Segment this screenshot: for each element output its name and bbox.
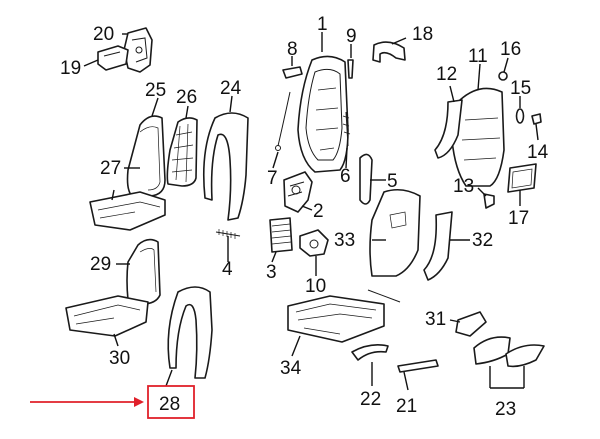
part-23-side-covers (473, 336, 545, 368)
label-34: 34 (280, 358, 302, 379)
label-22: 22 (360, 389, 381, 410)
label-10: 10 (305, 276, 326, 297)
label-29: 29 (90, 254, 111, 275)
label-6: 6 (340, 166, 351, 187)
label-28: 28 (159, 394, 180, 415)
part-6-rod (342, 111, 351, 147)
part-16-clip (498, 71, 508, 81)
leader-lines (83, 32, 539, 391)
part-33-back-panel (369, 188, 421, 277)
part-29-backrest-pad-lower (126, 238, 161, 305)
label-27: 27 (100, 158, 121, 179)
label-20: 20 (93, 24, 114, 45)
highlight-arrow-head (134, 397, 144, 407)
label-1: 1 (317, 14, 328, 35)
label-30: 30 (109, 348, 130, 369)
part-9-pin (347, 59, 354, 79)
label-12: 12 (436, 64, 457, 85)
part-2-recliner-motor (283, 171, 313, 213)
part-11-rear-shell (451, 87, 505, 187)
label-18: 18 (412, 24, 433, 45)
part-5-side-trim (359, 153, 373, 205)
label-19: 19 (60, 58, 81, 79)
highlight-box (147, 385, 195, 419)
label-14: 14 (527, 142, 549, 163)
part-25-backrest-pad (126, 115, 166, 197)
part-15-cap (515, 108, 525, 124)
label-3: 3 (266, 262, 277, 283)
label-21: 21 (396, 396, 417, 417)
part-10-lumbar-motor (299, 229, 329, 257)
part-14-fastener (531, 113, 542, 125)
part-8-bracket (282, 66, 303, 79)
part-27-seat-cushion (89, 191, 166, 231)
label-17: 17 (508, 208, 529, 229)
part-22-rail-trim (351, 344, 389, 361)
part-18-handle (372, 41, 406, 63)
part-34-seat-base (287, 289, 401, 343)
part-31-cover (455, 311, 487, 337)
label-7: 7 (267, 168, 278, 189)
highlight-marker (30, 385, 195, 419)
part-19-headrest-bracket (97, 45, 129, 71)
part-3-lumbar-panel (269, 217, 293, 253)
label-16: 16 (500, 39, 521, 60)
label-5: 5 (387, 171, 398, 192)
part-7-cable (275, 91, 291, 151)
part-13-knob (483, 193, 495, 209)
part-21-rail (397, 359, 439, 373)
part-17-panel (507, 163, 537, 193)
label-11: 11 (468, 46, 488, 67)
label-8: 8 (287, 39, 298, 60)
part-30-seat-cushion-lower (65, 295, 149, 337)
label-23: 23 (495, 399, 516, 420)
part-24-backrest-shell (202, 112, 249, 221)
label-13: 13 (453, 176, 474, 197)
part-4-spring (215, 229, 241, 239)
label-33: 33 (334, 230, 355, 251)
part-28-side-bolster (167, 286, 213, 379)
label-26: 26 (176, 87, 197, 108)
label-24: 24 (220, 78, 242, 99)
part-1-seatback-frame (297, 55, 349, 173)
part-26-backrest-mesh (166, 117, 198, 187)
part-12-side-shell (434, 99, 463, 159)
label-15: 15 (510, 78, 531, 99)
label-4: 4 (222, 259, 233, 280)
label-25: 25 (145, 80, 166, 101)
label-9: 9 (346, 26, 357, 47)
label-2: 2 (313, 201, 324, 222)
part-labels: 1 2 3 4 5 6 7 8 9 10 11 12 13 14 15 16 1… (60, 14, 549, 420)
label-32: 32 (472, 230, 493, 251)
label-31: 31 (425, 309, 446, 330)
part-32-side-panel (423, 211, 453, 281)
